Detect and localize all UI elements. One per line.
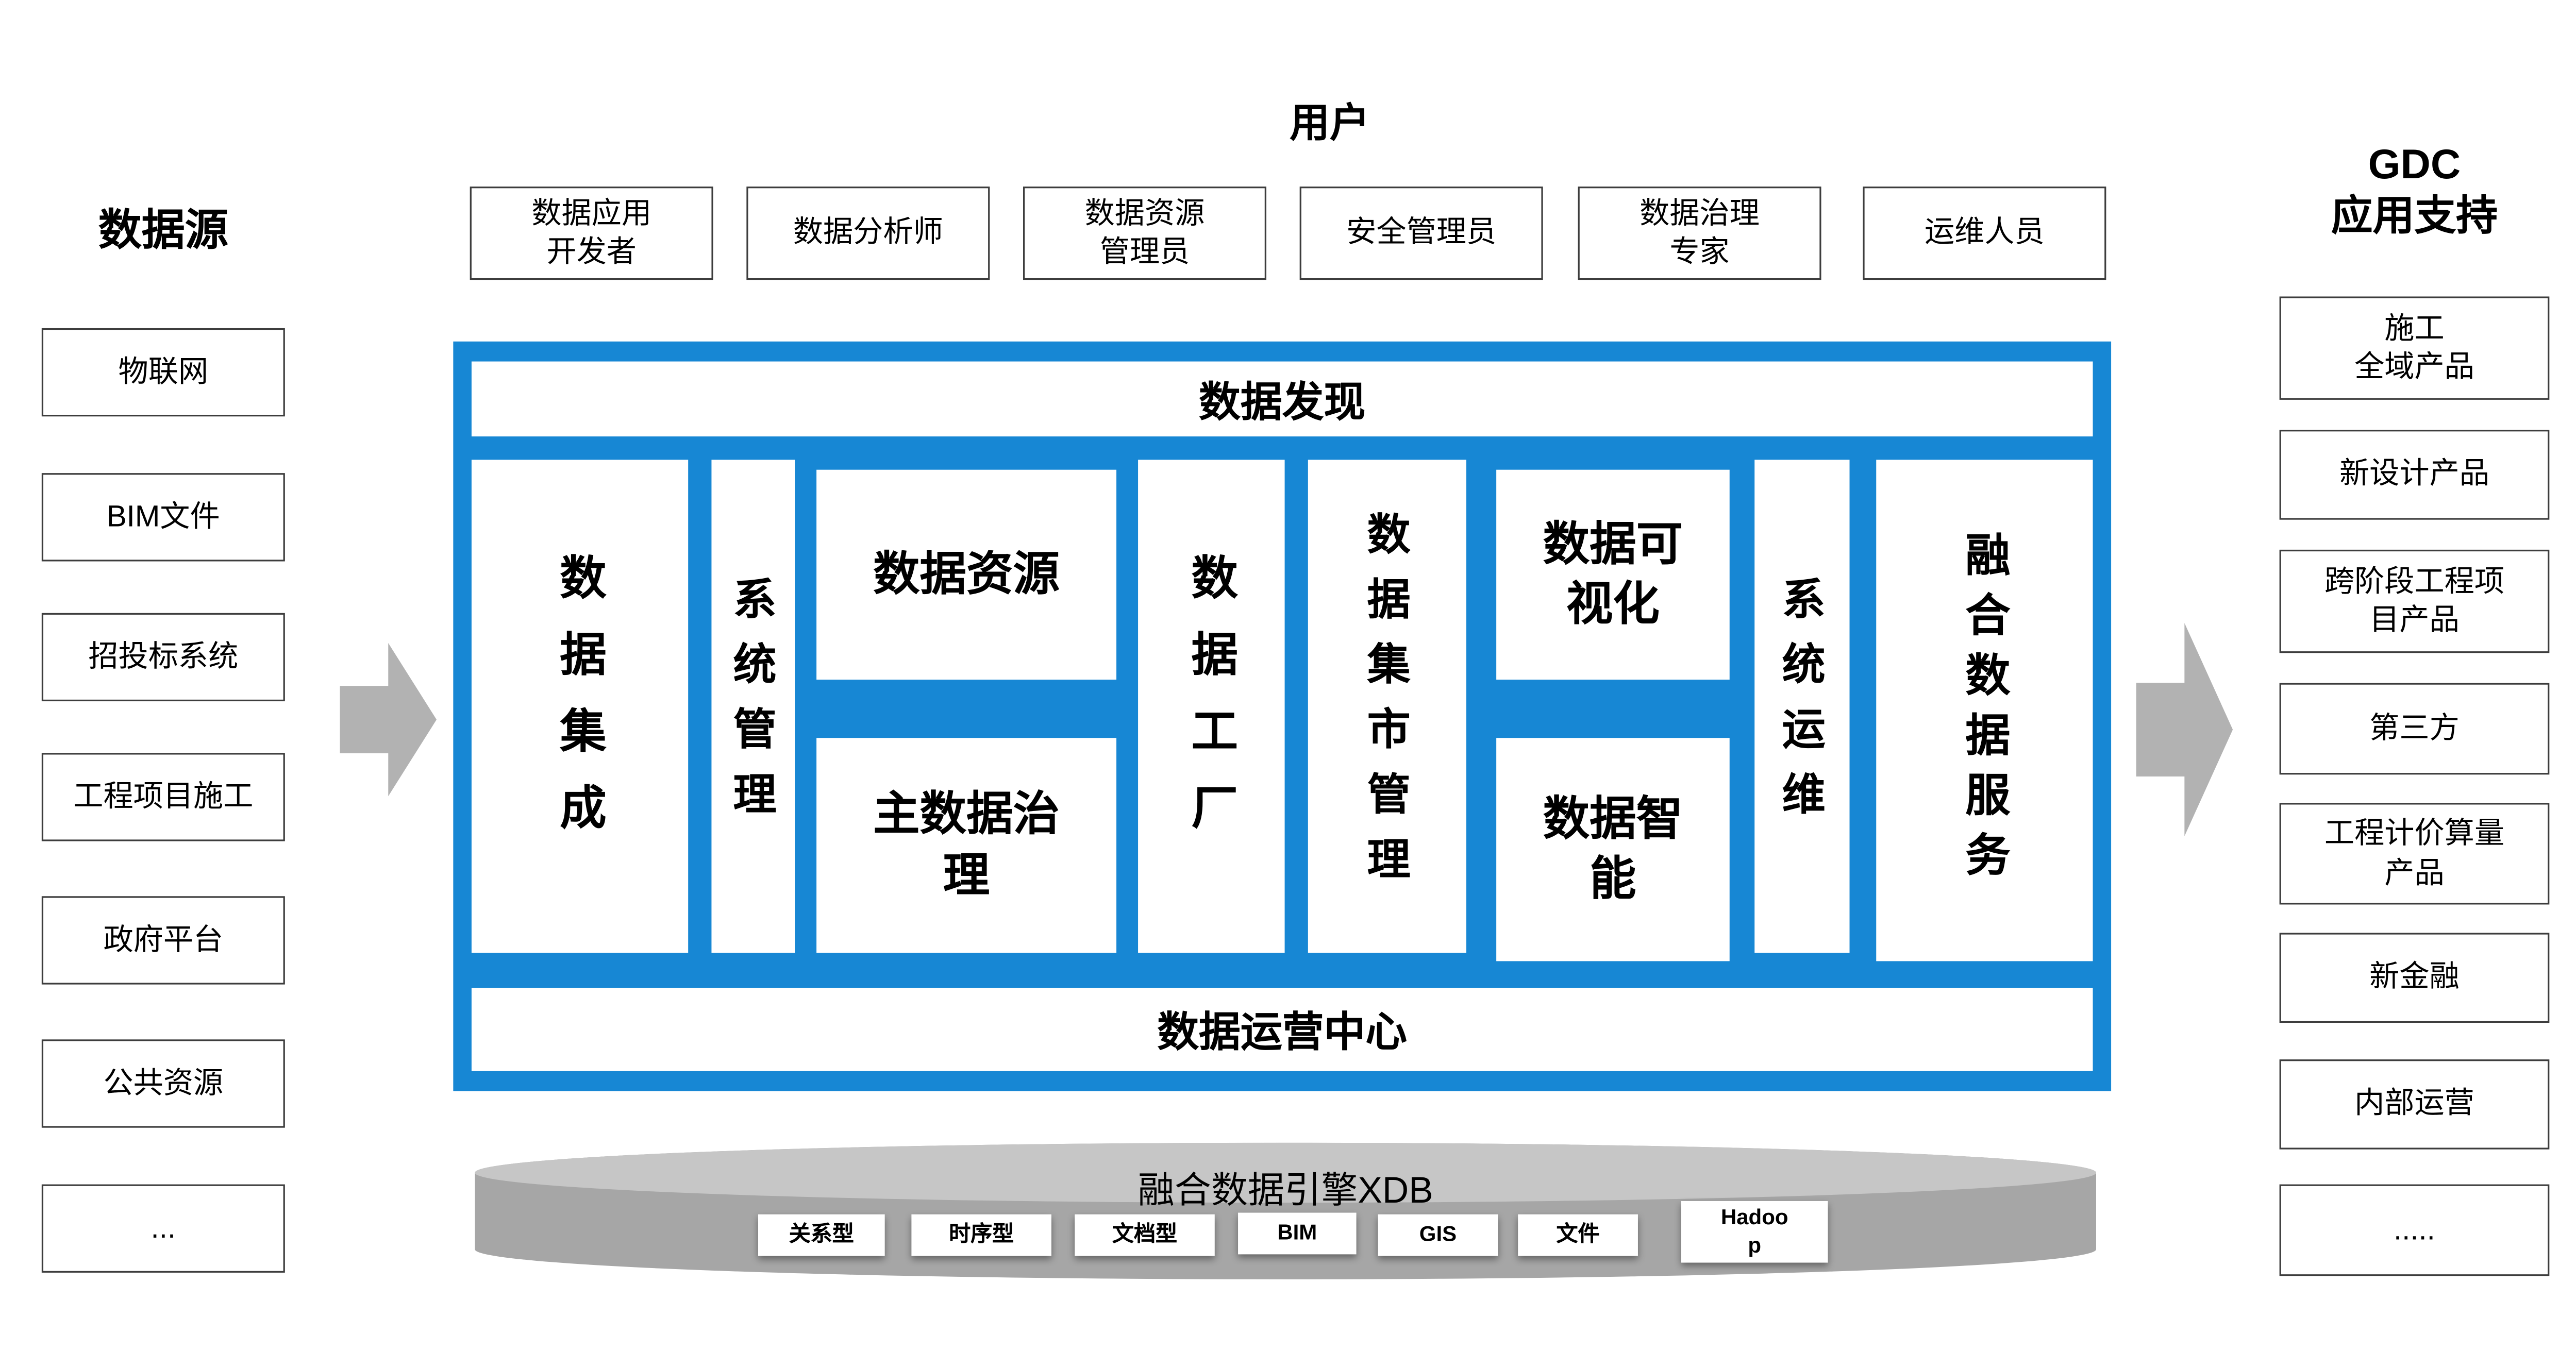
store-bim: BIM [1238,1212,1357,1255]
user-role-governance-expert: 数据治理 专家 [1578,187,1821,280]
user-role-data-analyst: 数据分析师 [746,187,990,280]
col-data-factory: 数据工厂 [1138,460,1285,953]
user-role-ops-staff: 运维人员 [1863,187,2106,280]
col-data-visualization: 数据可 视化 [1496,469,1730,680]
col-data-integration-label: 数据集成 [555,553,607,860]
col-fused-data-service: 融合数据服务 [1876,460,2093,961]
gdc-item-construction-products: 施工 全域产品 [2279,296,2550,400]
col-data-visualization-label: 数据可 视化 [1543,517,1683,630]
gdc-item-new-finance: 新金融 [2279,933,2550,1023]
col-fused-data-service-label: 融合数据服务 [1959,530,2009,890]
gdc-item-internal-operations: 内部运营 [2279,1059,2550,1150]
data-discovery-bar: 数据发现 [471,361,2093,437]
col-data-mart-management-label: 数据集市管理 [1361,511,1412,901]
col-system-operations: 系统运维 [1754,460,1850,953]
datasource-item-bim-file: BIM文件 [41,473,285,562]
datasource-item-iot: 物联网 [41,328,285,417]
gdc-item-cross-stage-products: 跨阶段工程项 目产品 [2279,549,2550,653]
col-data-factory-label: 数据工厂 [1186,553,1239,860]
gdc-item-more: ..... [2279,1184,2550,1276]
col-data-intelligence: 数据智 能 [1496,738,1730,961]
store-timeseries: 时序型 [911,1214,1051,1256]
gdc-item-third-party: 第三方 [2279,683,2550,775]
col-system-operations-label: 系统运维 [1776,576,1827,836]
arrow-right-icon-left [340,643,437,797]
store-gis: GIS [1378,1214,1498,1256]
store-relational: 关系型 [758,1214,885,1256]
datasource-item-bidding-system: 招投标系统 [41,613,285,702]
col-data-mart-management: 数据集市管理 [1308,460,1466,953]
user-role-app-developer: 数据应用 开发者 [470,187,713,280]
datasource-item-government-platform: 政府平台 [41,896,285,985]
col-data-resource: 数据资源 [816,469,1117,680]
store-document: 文档型 [1075,1214,1215,1256]
user-role-security-admin: 安全管理员 [1299,187,1543,280]
gdc-title: GDC 应用支持 [2331,141,2498,241]
gdc-item-cost-estimation-products: 工程计价算量 产品 [2279,803,2550,905]
datasource-item-more: ... [41,1184,285,1273]
col-master-data-governance-label: 主数据治 理 [873,788,1060,901]
data-operations-bar: 数据运营中心 [471,988,2093,1071]
col-system-management: 系统管理 [711,460,795,953]
store-hadoop: Hadoop [1681,1201,1828,1263]
col-data-resource-label: 数据资源 [873,547,1060,600]
users-title: 用户 [1290,102,1370,147]
datasource-item-project-construction: 工程项目施工 [41,753,285,841]
col-master-data-governance: 主数据治 理 [816,738,1117,953]
col-data-integration: 数据集成 [471,460,689,953]
store-file: 文件 [1518,1214,1638,1256]
xdb-engine-title: 融合数据引擎XDB [1138,1169,1433,1211]
datasource-item-public-resource: 公共资源 [41,1039,285,1128]
col-system-management-label: 系统管理 [727,576,778,836]
gdc-item-new-design-products: 新设计产品 [2279,430,2550,520]
arrow-right-icon-right [2136,623,2233,836]
platform-frame: 数据发现 数据集成 系统管理 数据资源 主数据治 理 数据工厂 数据集市管理 数… [453,341,2112,1091]
user-role-resource-admin: 数据资源 管理员 [1023,187,1267,280]
col-data-intelligence-label: 数据智 能 [1543,792,1683,905]
datasource-title: 数据源 [98,205,228,255]
